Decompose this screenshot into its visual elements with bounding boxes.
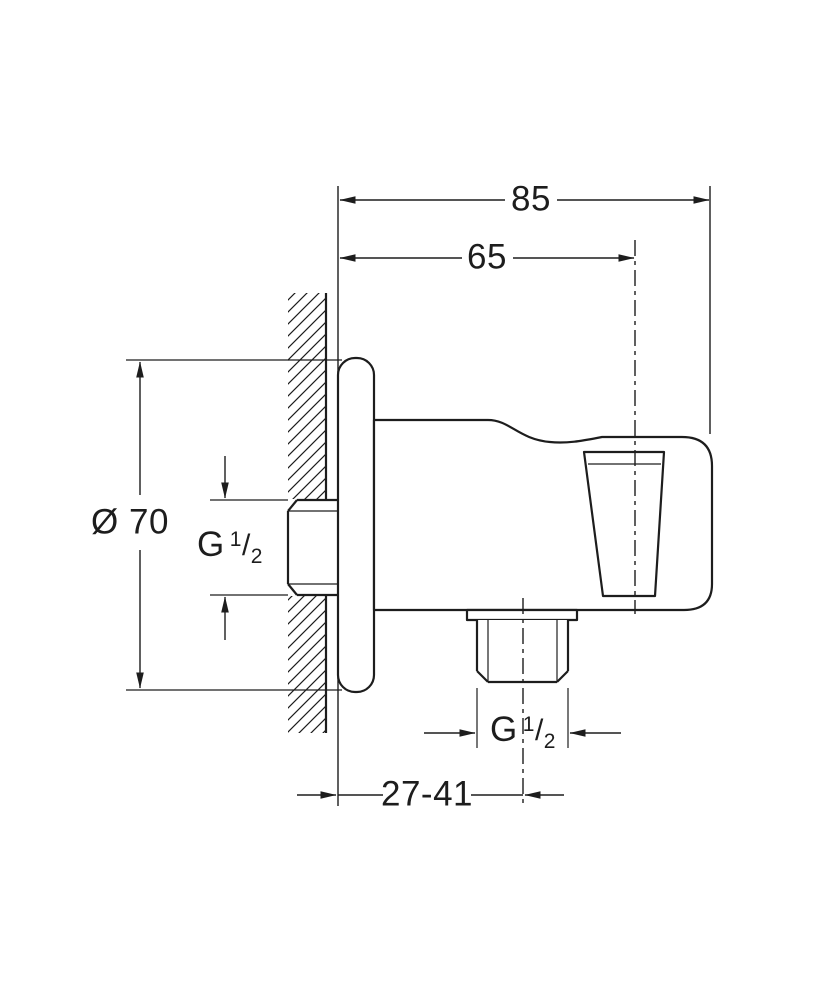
wall-flange <box>336 356 376 694</box>
dim-inlet-thread <box>210 456 288 640</box>
centerlines <box>522 240 636 806</box>
dim-total-depth-label: 85 <box>511 179 551 219</box>
dim-outlet-thread <box>424 688 621 748</box>
dim-flange-diameter <box>126 359 342 691</box>
outlet-thread-slash: / <box>534 714 544 747</box>
holder-cone <box>582 450 666 598</box>
inlet-thread-numerator: 1 <box>229 528 242 551</box>
body-outline <box>372 418 714 612</box>
dim-holder-depth-label: 65 <box>467 237 507 277</box>
outlet-thread-numerator: 1 <box>522 713 535 736</box>
dim-wall-depth-range-label: 27-41 <box>380 774 474 814</box>
inlet-thread-base: G <box>197 525 225 564</box>
outlet-thread-base: G <box>490 710 518 749</box>
inlet-nipple <box>286 498 346 597</box>
outlet-nipple <box>465 608 579 684</box>
dim-flange-diameter-label: Ø 70 <box>91 502 169 542</box>
inlet-thread-slash: / <box>241 529 251 562</box>
inlet-thread-denominator: 2 <box>250 545 263 568</box>
outlet-thread-denominator: 2 <box>543 730 556 753</box>
